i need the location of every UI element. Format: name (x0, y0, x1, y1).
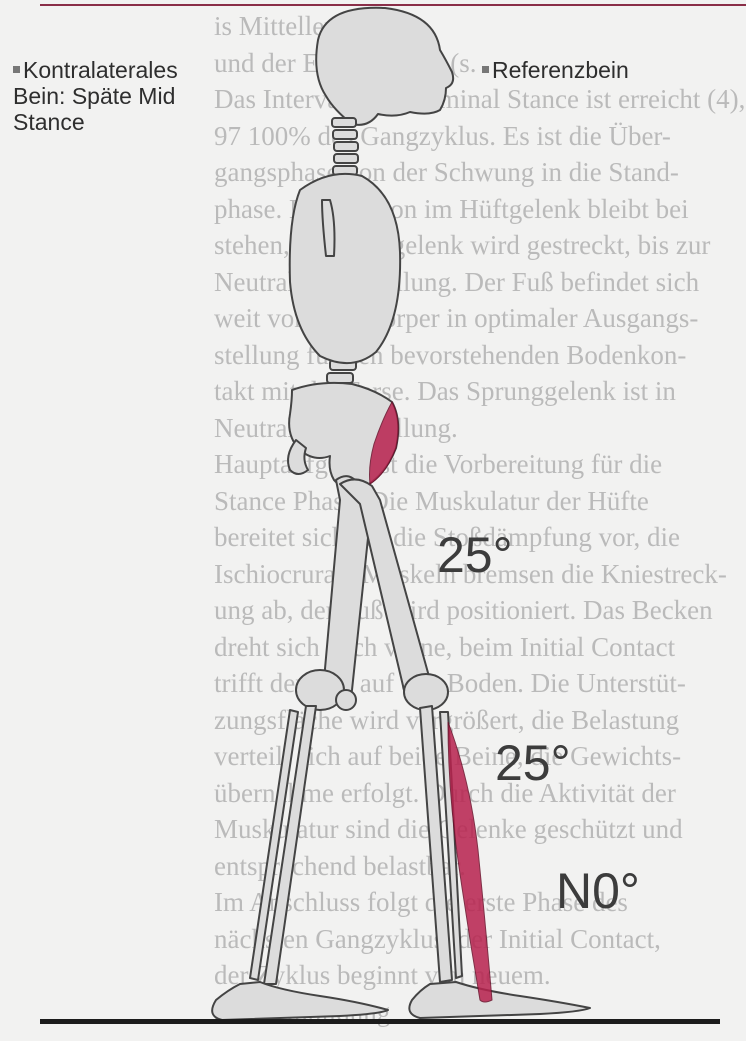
rib-cage (290, 174, 400, 363)
angle-hip: 25° (437, 530, 513, 580)
bullet-icon (13, 66, 20, 73)
label-reference: Referenzbein (482, 57, 629, 83)
ground-line (40, 1019, 720, 1024)
angle-ankle: N0° (556, 866, 640, 916)
label-reference-text: Referenzbein (492, 57, 629, 83)
bullet-icon (482, 66, 489, 73)
label-contralateral-text: Kontralaterales Bein: Späte Mid Stance (13, 57, 178, 135)
foot-right (409, 982, 590, 1018)
skull (316, 8, 453, 125)
foot-left (212, 982, 388, 1020)
label-contralateral: Kontralaterales Bein: Späte Mid Stance (13, 57, 228, 135)
angle-knee: 25° (495, 738, 571, 788)
